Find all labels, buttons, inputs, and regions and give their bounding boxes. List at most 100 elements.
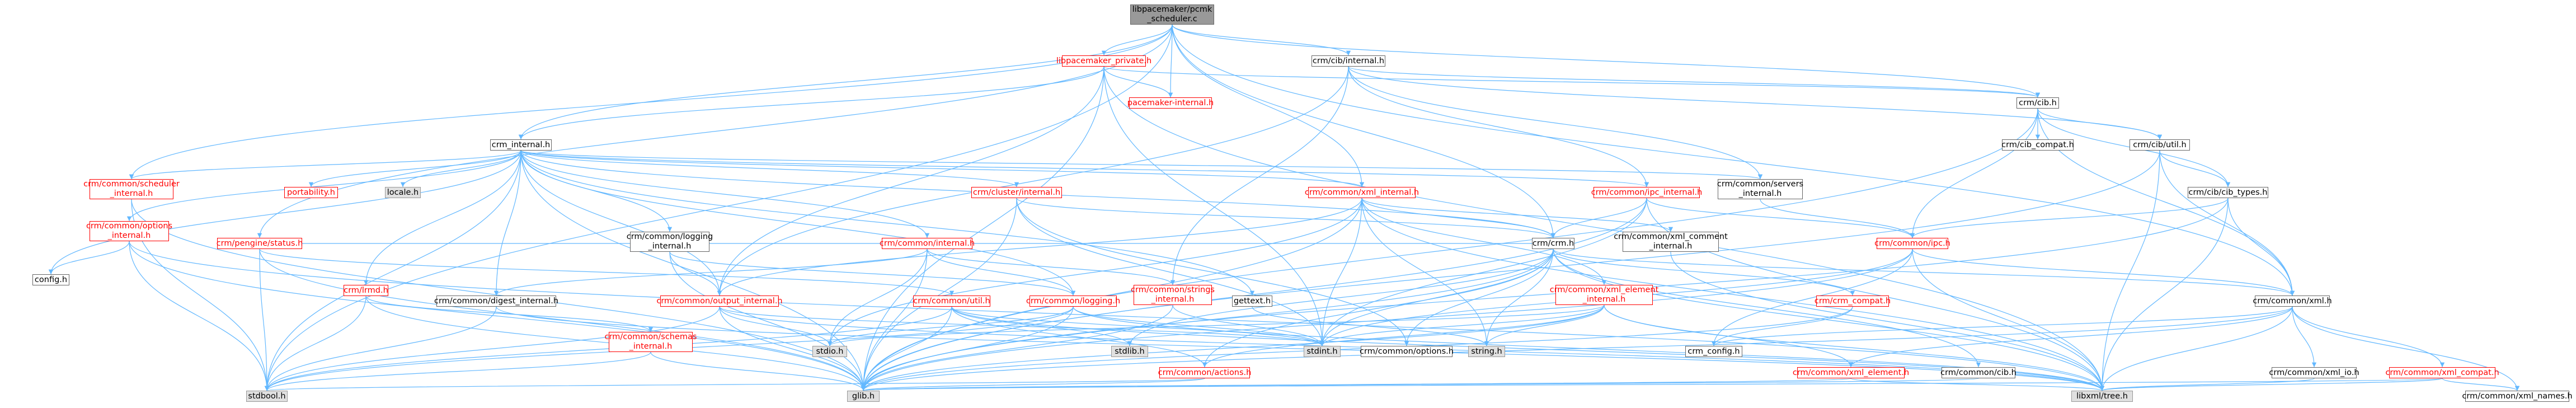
node-strings-internal[interactable]: crm/common/strings _internal.h [1131,285,1215,305]
edge-xml_internal-to-xml_element_internal [1361,198,1607,285]
node-actions-h[interactable]: crm/common/actions.h [1158,367,1251,378]
node-xml-compat[interactable]: crm/common/xml_compat.h [2385,367,2499,378]
edge-scheduler-to-xml_internal [1172,24,1365,187]
node-logging-h[interactable]: crm/common/logging.h [1026,296,1120,307]
edge-xml_element_h-to-libxml_tree [1850,378,2104,391]
edge-ipc_h-to-common_xml [1912,248,2295,296]
edge-xml_internal-to-stdio [827,198,1362,346]
node-crm-compat[interactable]: crm/crm_compat.h [1815,296,1891,307]
node-xml-element-internal[interactable]: crm/common/xml_element _internal.h [1549,285,1659,305]
edge-scheduler-to-stdbool [264,24,1173,391]
edge-crm_internal-to-lrmd [363,150,521,285]
node-scheduler[interactable]: libpacemaker/pcmk _scheduler.c [1130,4,1214,25]
node-xml-internal[interactable]: crm/common/xml_internal.h [1305,187,1419,198]
edge-crm_internal-to-xml_internal [520,150,1364,187]
edge-xml_comment-to-libxml_tree [1670,251,2105,391]
node-xml-element-h[interactable]: crm/common/xml_element.h [1793,367,1909,378]
edge-actions_h-to-stdbool [265,378,1205,391]
node-xml-io[interactable]: crm/common/xml_io.h [2269,367,2359,378]
node-stdbool[interactable]: stdbool.h [246,391,288,402]
node-pm-internal[interactable]: pacemaker-internal.h [1127,97,1214,109]
node-xml-comment[interactable]: crm/common/xml_comment _internal.h [1614,232,1728,252]
node-common-cib[interactable]: crm/common/cib.h [1940,367,2016,378]
edge-libpm_private-to-libxml_tree [1103,66,2105,391]
edge-common_xml-to-xml_compat [2292,306,2445,368]
edge-pengine_status-to-stdbool [259,248,270,391]
node-crm-internal[interactable]: crm_internal.h [490,139,552,151]
node-ipc-h[interactable]: crm/common/ipc.h [1874,238,1950,249]
node-util-h[interactable]: crm/common/util.h [913,296,990,307]
edge-strings_internal-to-glib [861,304,1173,391]
edge-crm_h-to-crm_compat [1553,248,1855,296]
node-stdio[interactable]: stdio.h [812,346,847,357]
edge-common_cib-to-glib [862,378,1979,391]
node-common-internal[interactable]: crm/common/internal.h [880,238,975,249]
node-gettext[interactable]: gettext.h [1232,296,1272,307]
edge-xml_internal-to-xml_comment [1361,198,1674,232]
edge-crm_h-to-libxml_tree [1553,248,2105,391]
edge-xml_compat-to-libxml_tree [2100,378,2443,391]
edge-crm_compat-to-glib [861,306,1853,391]
node-options-internal[interactable]: crm/common/options _internal.h [86,221,173,241]
edge-ipc_internal-to-ipc_h [1646,198,1915,238]
node-crm-config[interactable]: crm_config.h [1685,346,1742,357]
node-options-h[interactable]: crm/common/options.h [1360,346,1454,357]
node-locale[interactable]: locale.h [385,187,421,198]
node-cib-types[interactable]: crm/cib/cib_types.h [2188,187,2268,198]
node-string-h[interactable]: string.h [1468,346,1505,357]
node-lrmd[interactable]: crm/lrmd.h [344,285,388,296]
edge-ipc_internal-to-crm_h [1550,198,1647,238]
node-libpm-private[interactable]: libpacemaker_private.h [1056,55,1151,67]
node-output-internal[interactable]: crm/common/output_internal.h [656,296,783,307]
edge-crm_internal-to-sched_internal [129,150,521,180]
edge-crm_compat-to-crm_config [1711,306,1853,346]
edge-crm_cib-to-common_xml [2037,108,2295,296]
edge-schemas_internal-to-stdbool [264,351,651,391]
edge-sched_internal-to-glib [131,199,866,391]
node-cib-util[interactable]: crm/cib/util.h [2130,139,2190,151]
edge-crm_h-to-common_xml [1553,248,2295,296]
edge-crm_cib-to-cib_util [2037,108,2163,140]
node-sched-internal[interactable]: crm/common/scheduler _internal.h [83,179,180,199]
node-config-h[interactable]: config.h [32,274,69,285]
edge-ipc_h-to-crm_config [1711,248,1913,346]
edge-xml_element_internal-to-stdio [828,304,1605,346]
node-cib-internal[interactable]: crm/cib/internal.h [1311,55,1385,67]
edge-cib_internal-to-servers_internal [1348,66,1763,180]
node-crm-h[interactable]: crm/crm.h [1532,238,1574,249]
node-schemas-internal[interactable]: crm/common/schemas _internal.h [604,332,697,352]
node-cib-compat[interactable]: crm/cib_compat.h [2001,139,2074,151]
edge-cib_types-to-common_xml [2227,198,2295,296]
edge-logging_h-to-stdio [827,306,1074,346]
edge-scheduler-to-crm_internal [518,24,1173,140]
node-pengine-status[interactable]: crm/pengine/status.h [217,238,303,249]
edge-common_xml-to-libxml_tree [2099,306,2293,391]
edge-cib_internal-to-ipc_internal [1348,66,1649,187]
edge-digest_internal-to-stdbool [264,306,497,391]
edge-util_h-to-stdint [951,306,1325,346]
node-glib[interactable]: glib.h [847,391,880,402]
edge-xml_internal-to-crm_h [1361,198,1556,238]
node-logging-internal[interactable]: crm/common/logging _internal.h [626,232,713,252]
node-portability[interactable]: portability.h [284,187,338,198]
node-crm-cib[interactable]: crm/cib.h [2016,97,2059,109]
edge-scheduler-to-pengine_status [257,24,1173,238]
edge-crm_h-to-options_h [1404,248,1554,346]
edge-pengine_status-to-glib [259,248,866,391]
node-digest-internal[interactable]: crm/common/digest_internal.h [434,296,558,307]
node-cluster-internal[interactable]: crm/cluster/internal.h [971,187,1062,198]
node-stdint[interactable]: stdint.h [1304,346,1341,357]
edge-xml_internal-to-libxml_tree [1361,198,2105,391]
edge-crm_h-to-actions_h [1202,248,1554,368]
node-xml-names[interactable]: crm/common/xml_names.h [2462,391,2573,402]
node-libxml-tree[interactable]: libxml/tree.h [2071,391,2133,402]
edge-lrmd-to-stdbool [264,296,366,391]
node-ipc-internal[interactable]: crm/common/ipc_internal.h [1591,187,1702,198]
node-servers-internal[interactable]: crm/common/servers _internal.h [1717,179,1804,199]
edge-xml_internal-to-glib [861,198,1362,391]
node-common-xml[interactable]: crm/common/xml.h [2253,296,2332,307]
edge-crm_h-to-string_h [1484,248,1554,346]
edge-crm_internal-to-portability [308,150,521,187]
node-stdlib[interactable]: stdlib.h [1111,346,1148,357]
